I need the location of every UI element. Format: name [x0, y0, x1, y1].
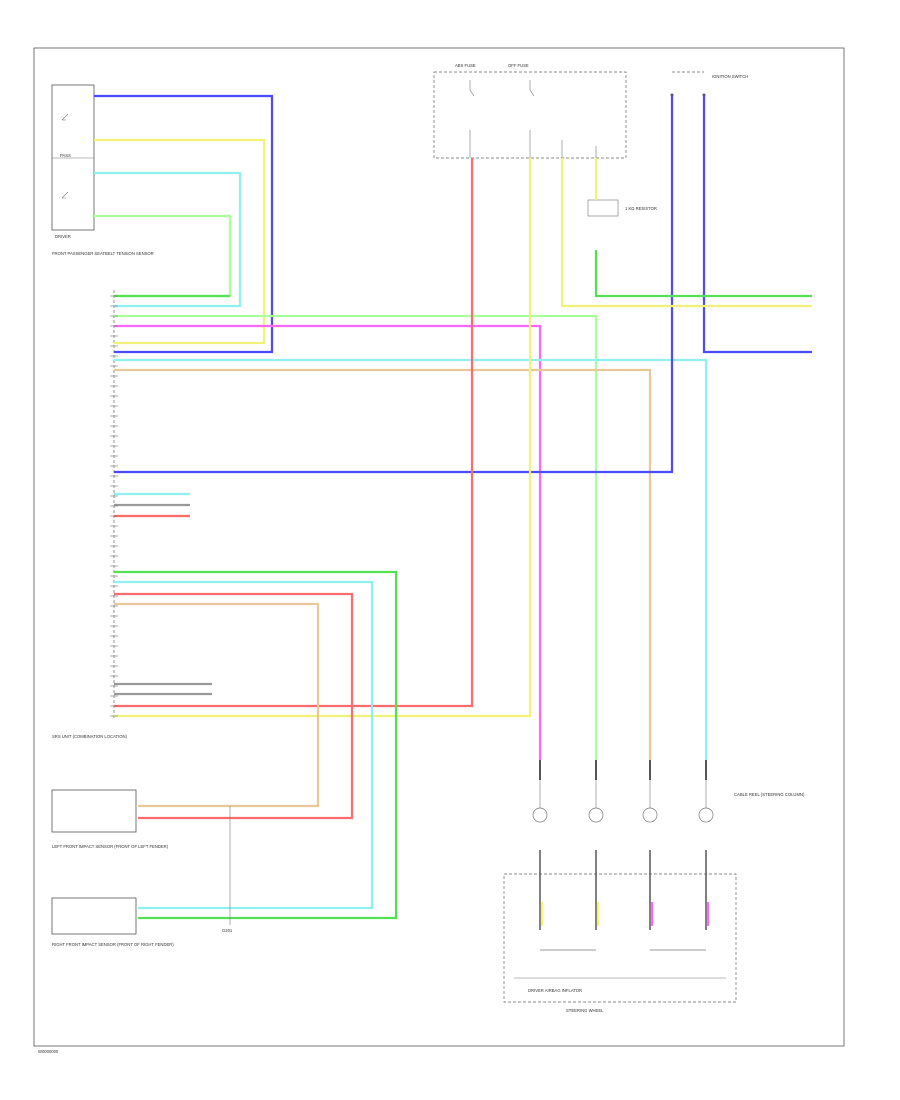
wire-ltblu-sensor	[114, 580, 374, 910]
wire-red-sensor	[114, 592, 354, 820]
seat-sensor-component: PASS DRIVER FRONT PASSENGER SEATBELT TEN…	[51, 84, 154, 256]
wire-yel-seat	[94, 138, 266, 345]
wire-yel-fuse	[114, 158, 532, 718]
right-front-sensor: RIGHT FRONT IMPACT SENSOR (FRONT OF RIGH…	[51, 897, 174, 947]
seat-driver-label: DRIVER	[55, 234, 71, 239]
seat-pass-label: PASS	[60, 153, 71, 158]
ignition-switch: IGNITION SWITCH	[670, 71, 748, 97]
seat-belt-sensor-label: FRONT PASSENGER SEATBELT TENSION SENSOR	[52, 251, 154, 256]
airbag-section: CABLE REEL (STEERING COLUMN) DRIVER AIRB…	[503, 792, 805, 1013]
diagram-frame	[33, 47, 845, 1047]
main-switch-2-label: OFF FUSE	[508, 63, 529, 68]
figure-code: W0000000	[38, 1049, 59, 1054]
wire-ltblu-long	[114, 358, 708, 760]
srs-unit-connector: SRS UNIT (COMBINATION LOCATION)	[52, 290, 128, 739]
clockspring-terminal	[532, 807, 548, 823]
wire-yel-right	[560, 158, 812, 308]
cable-reel-label: CABLE REEL (STEERING COLUMN)	[734, 792, 805, 797]
ground-label: G201	[222, 928, 233, 933]
left-front-sensor: LEFT FRONT IMPACT SENSOR (FRONT OF LEFT …	[51, 789, 169, 849]
clockspring-terminal	[588, 807, 604, 823]
left-sensor-label: LEFT FRONT IMPACT SENSOR (FRONT OF LEFT …	[52, 844, 169, 849]
srs-pin-marks	[110, 295, 118, 717]
driver-airbag-label: DRIVER AIRBAG INFLATOR	[528, 988, 582, 993]
wire-blu-seat	[94, 94, 274, 354]
fuse-switch-block: ABS FUSE OFF FUSE	[433, 63, 627, 159]
wire-tan-sensor	[114, 602, 320, 808]
right-sensor-label: RIGHT FRONT IMPACT SENSOR (FRONT OF RIGH…	[52, 942, 174, 947]
resistor-label: 1 KΩ RESISTOR	[625, 206, 657, 211]
steering-wheel-label: STEERING WHEEL	[566, 1008, 604, 1013]
clockspring-columns	[532, 760, 714, 951]
main-switch-1-label: ABS FUSE	[455, 63, 476, 68]
wire-grn-sensor	[114, 570, 398, 920]
srs-unit-label: SRS UNIT (COMBINATION LOCATION)	[52, 734, 128, 739]
wire-blu-right	[702, 95, 812, 354]
wire-pnk-long	[114, 324, 542, 760]
wire-tan-long	[114, 368, 652, 760]
wire-ltgrn-seat	[94, 214, 232, 298]
wire-blu-ignition	[114, 95, 674, 474]
wire-grn-right	[594, 250, 812, 298]
resistor: 1 KΩ RESISTOR	[587, 199, 657, 217]
wire-ltblu-seat	[94, 171, 242, 308]
clockspring-terminal	[698, 807, 714, 823]
wire-red-fuse	[114, 158, 474, 708]
clockspring-terminal	[642, 807, 658, 823]
wire-ltgrn-long	[114, 314, 598, 760]
ignition-label: IGNITION SWITCH	[712, 74, 748, 79]
